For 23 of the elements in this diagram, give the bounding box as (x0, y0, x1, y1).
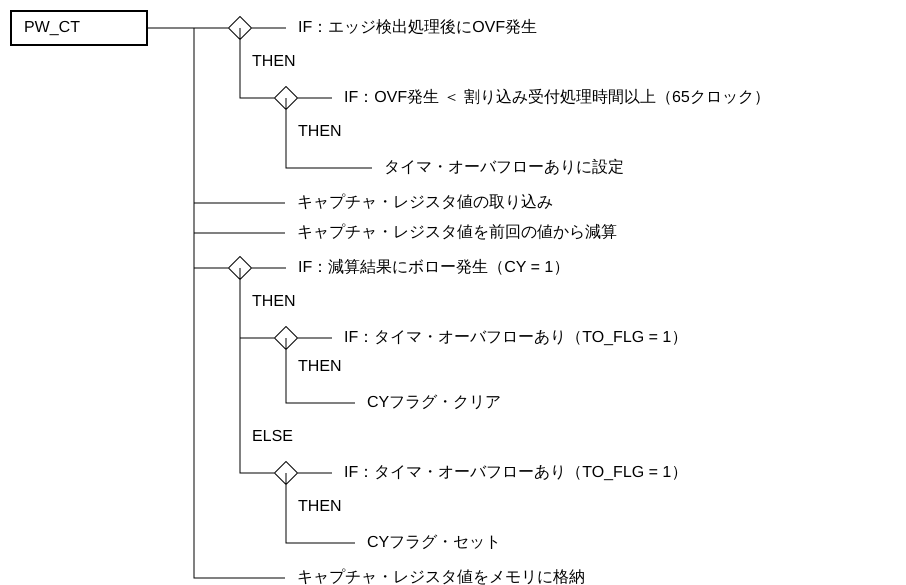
step-text: IF：タイマ・オーバフローあり（TO_FLG = 1） (332, 463, 688, 483)
step-text: キャプチャ・レジスタ値を前回の値から減算 (285, 223, 617, 243)
connector-line (298, 472, 332, 474)
decision-diamond (274, 326, 298, 350)
decision-diamond (228, 256, 252, 280)
connector-line (286, 484, 356, 544)
step-text: キャプチャ・レジスタ値の取り込み (285, 193, 553, 213)
step-text: IF：減算結果にボロー発生（CY = 1） (286, 258, 570, 278)
step-text: IF：エッジ検出処理後にOVF発生 (286, 18, 538, 38)
step-text: CYフラグ・クリア (355, 393, 502, 413)
connector-line (240, 280, 274, 474)
connector-line (286, 350, 356, 404)
decision-diamond (274, 86, 298, 110)
step-text: タイマ・オーバフローありに設定 (372, 158, 624, 178)
decision-diamond (274, 461, 298, 485)
step-text: IF：OVF発生 ＜ 割り込み受付処理時間以上（65クロック） (332, 88, 770, 108)
step-text: キャプチャ・レジスタ値をメモリに格納 (285, 568, 585, 585)
connector-line (286, 110, 372, 168)
decision-diamond (228, 16, 252, 40)
module-box: PW_CT (10, 10, 148, 46)
connector-line (240, 40, 274, 98)
step-text: IF：タイマ・オーバフローあり（TO_FLG = 1） (332, 328, 688, 348)
step-text: CYフラグ・セット (355, 533, 502, 553)
